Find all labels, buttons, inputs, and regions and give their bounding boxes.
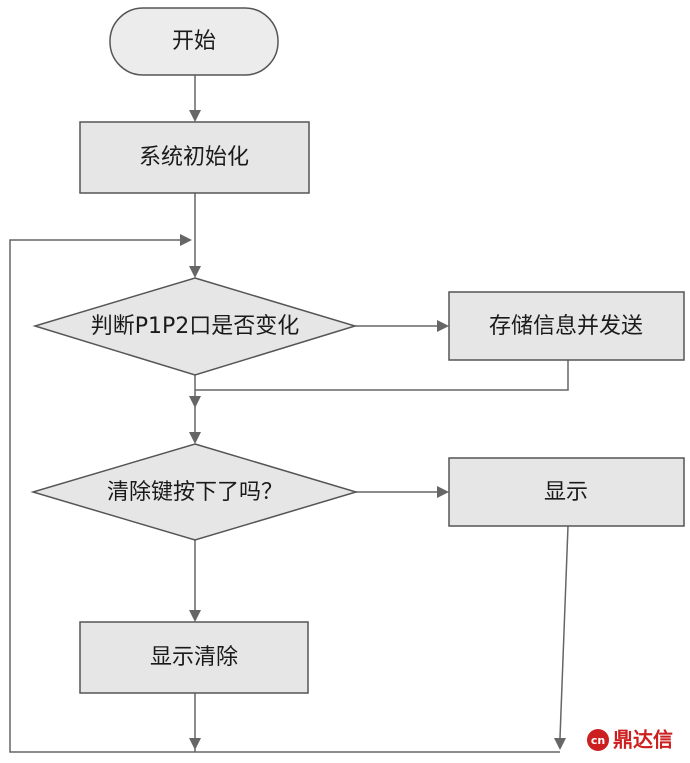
edge-display-down bbox=[559, 525, 569, 739]
init-label: 系统初始化 bbox=[139, 145, 249, 170]
node-check-clear: 清除键按下了吗？ bbox=[30, 443, 359, 541]
arrowhead-loop-back bbox=[180, 234, 192, 246]
node-init: 系统初始化 bbox=[79, 121, 310, 194]
arrowhead-store-return bbox=[189, 396, 201, 408]
display-box bbox=[448, 457, 685, 527]
arrowhead-clear-display-down bbox=[189, 738, 201, 750]
check-clear-label: 清除键按下了吗？ bbox=[107, 480, 283, 505]
arrowhead-display-down bbox=[554, 738, 566, 750]
watermark-logo-icon bbox=[587, 729, 609, 751]
clear-display-box bbox=[79, 621, 309, 694]
watermark: cn 鼎达信 bbox=[587, 728, 673, 752]
display-label: 显示 bbox=[544, 480, 588, 505]
watermark-logo-glyph: cn bbox=[591, 734, 605, 747]
arrowhead-into-check-ports bbox=[189, 266, 201, 278]
check-ports-label: 判断P1P2口是否变化 bbox=[91, 314, 300, 339]
node-clear-display: 显示清除 bbox=[79, 621, 309, 694]
clear-display-label: 显示清除 bbox=[150, 645, 238, 670]
arrowhead-into-check-clear bbox=[189, 432, 201, 444]
start-label: 开始 bbox=[172, 29, 216, 54]
watermark-text: 鼎达信 bbox=[613, 728, 673, 752]
arrowhead-into-clear-display bbox=[189, 610, 201, 622]
node-check-ports: 判断P1P2口是否变化 bbox=[32, 277, 358, 376]
store-send-label: 存储信息并发送 bbox=[489, 314, 643, 339]
node-store-send: 存储信息并发送 bbox=[448, 291, 685, 361]
init-box bbox=[79, 121, 310, 194]
edge-loop-back bbox=[9, 239, 195, 753]
edge-store-return bbox=[195, 360, 569, 391]
arrowhead-into-init bbox=[189, 110, 201, 122]
check-ports-diamond bbox=[32, 277, 358, 376]
arrowhead-into-store bbox=[437, 320, 449, 332]
arrowhead-into-display bbox=[437, 486, 449, 498]
node-start: 开始 bbox=[109, 7, 279, 76]
store-send-box bbox=[448, 291, 685, 361]
node-display: 显示 bbox=[448, 457, 685, 527]
check-clear-diamond bbox=[30, 443, 359, 541]
arrowheads bbox=[180, 110, 566, 750]
start-terminator-shape bbox=[109, 7, 279, 76]
